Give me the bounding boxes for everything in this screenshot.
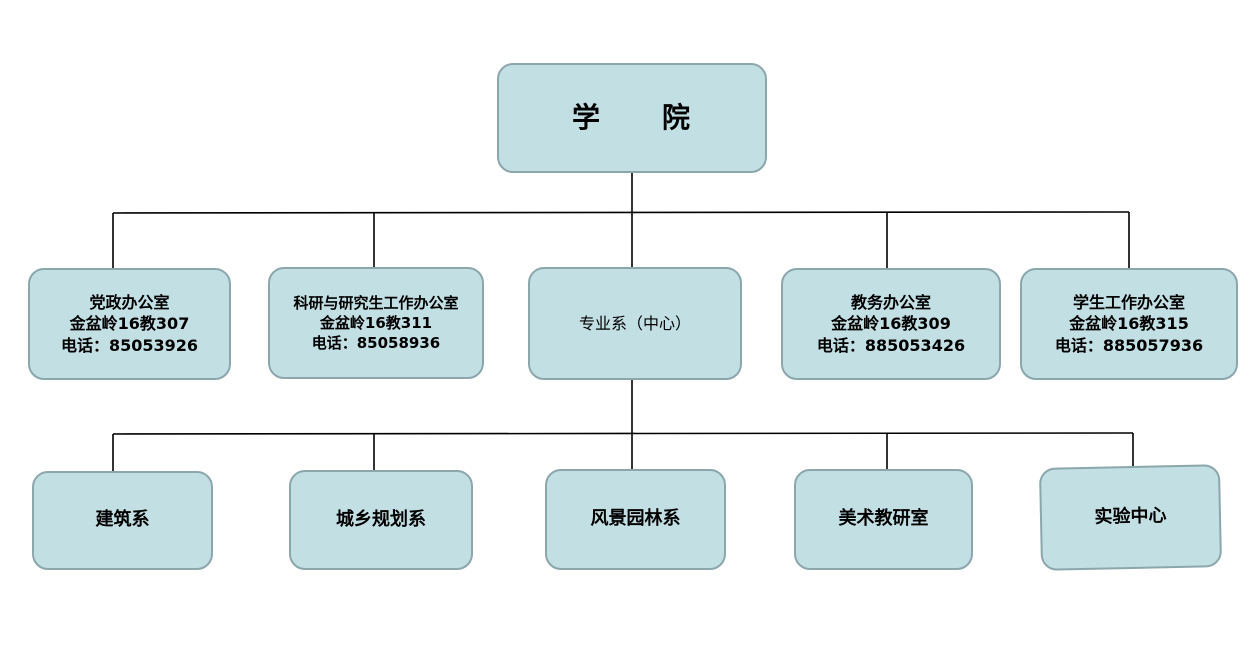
node-academic-affairs-office: 教务办公室 金盆岭16教309 电话：885053426 bbox=[781, 268, 1001, 380]
node-location: 金盆岭16教315 bbox=[1069, 314, 1189, 334]
node-phone: 电话：85058936 bbox=[311, 334, 441, 353]
node-title: 党政办公室 bbox=[89, 292, 170, 312]
node-title: 城乡规划系 bbox=[336, 508, 426, 530]
node-student-affairs-office: 学生工作办公室 金盆岭16教315 电话：885057936 bbox=[1020, 268, 1238, 380]
node-title: 学生工作办公室 bbox=[1072, 292, 1185, 312]
node-title: 建筑系 bbox=[95, 509, 150, 531]
node-phone: 电话：885053426 bbox=[816, 335, 966, 355]
node-party-admin-office: 党政办公室 金盆岭16教307 电话：85053926 bbox=[28, 268, 231, 380]
node-landscape-architecture-dept: 风景园林系 bbox=[545, 469, 726, 570]
node-title: 专业系（中心） bbox=[578, 313, 691, 333]
node-architecture-dept: 建筑系 bbox=[32, 471, 213, 570]
node-college: 学 院 bbox=[497, 63, 767, 173]
node-title: 教务办公室 bbox=[850, 292, 931, 312]
node-college-label: 学 院 bbox=[571, 101, 692, 135]
node-phone: 电话：885057936 bbox=[1054, 335, 1204, 355]
node-fine-arts-teaching-office: 美术教研室 bbox=[794, 469, 973, 570]
node-urban-rural-planning-dept: 城乡规划系 bbox=[289, 470, 473, 570]
node-phone: 电话：85053926 bbox=[60, 335, 199, 355]
node-professional-departments: 专业系（中心） bbox=[528, 267, 742, 380]
node-location: 金盆岭16教309 bbox=[831, 314, 951, 334]
node-location: 金盆岭16教311 bbox=[319, 313, 433, 332]
node-title: 美术教研室 bbox=[838, 508, 929, 530]
node-title: 风景园林系 bbox=[590, 508, 681, 530]
node-title: 科研与研究生工作办公室 bbox=[293, 293, 459, 312]
node-experiment-center: 实验中心 bbox=[1038, 464, 1223, 571]
node-research-graduate-office: 科研与研究生工作办公室 金盆岭16教311 电话：85058936 bbox=[268, 267, 484, 379]
node-title: 实验中心 bbox=[1094, 505, 1167, 529]
node-location: 金盆岭16教307 bbox=[69, 314, 190, 334]
